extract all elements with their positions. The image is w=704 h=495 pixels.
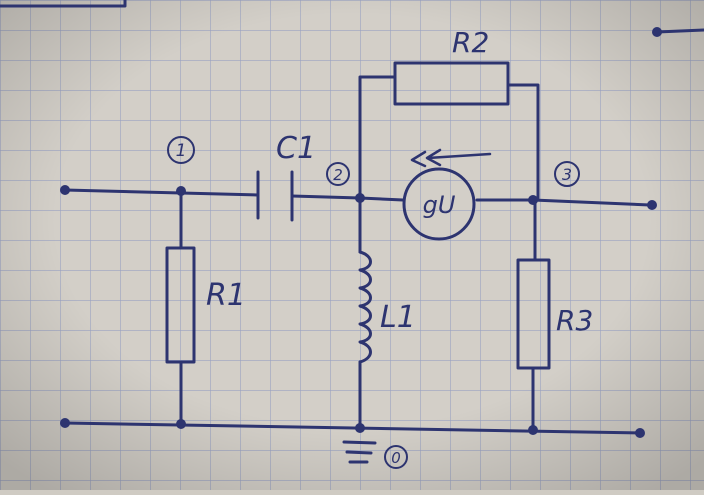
junction-node3 bbox=[528, 195, 538, 205]
junction-bottom-l1 bbox=[355, 423, 365, 433]
label-r2: R2 bbox=[452, 26, 489, 59]
node-label-0: 0 bbox=[391, 449, 401, 467]
terminal-top-right bbox=[652, 27, 662, 37]
inductor-l1 bbox=[358, 250, 372, 364]
current-source bbox=[402, 167, 476, 241]
wire-node2-to-r2 bbox=[358, 75, 397, 200]
partial-box-top-left bbox=[0, 0, 127, 8]
wire-terminal-to-c1 bbox=[63, 188, 260, 197]
node-circle-2 bbox=[326, 162, 350, 186]
label-l1: L1 bbox=[380, 300, 416, 335]
node-label-2: 2 bbox=[333, 166, 343, 184]
terminal-left-bottom bbox=[60, 418, 70, 428]
junction-node2 bbox=[355, 193, 365, 203]
wire-node3-to-terminal bbox=[531, 198, 652, 207]
label-r1: R1 bbox=[206, 278, 246, 313]
label-r3: R3 bbox=[556, 304, 593, 337]
terminal-bottom-right bbox=[635, 428, 645, 438]
partial-line-top-right bbox=[655, 28, 704, 34]
node-label-1: 1 bbox=[176, 141, 187, 161]
node-circle-1 bbox=[167, 136, 195, 164]
node-circle-0 bbox=[384, 445, 408, 469]
label-source: gU bbox=[423, 191, 456, 219]
ground-symbol bbox=[342, 440, 377, 464]
node-label-3: 3 bbox=[562, 165, 572, 184]
source-direction-arrow bbox=[410, 148, 492, 168]
wire-c1-to-node2 bbox=[290, 194, 362, 200]
wire-node2-to-source bbox=[358, 196, 405, 202]
junction-bottom-r3 bbox=[528, 425, 538, 435]
junction-node1 bbox=[176, 186, 186, 196]
wire-r2-to-node3 bbox=[506, 83, 540, 202]
wire-ground-rail bbox=[63, 421, 642, 435]
node-circle-3 bbox=[554, 161, 580, 187]
label-c1: C1 bbox=[276, 131, 316, 166]
junction-bottom-r1 bbox=[176, 419, 186, 429]
terminal-right bbox=[647, 200, 657, 210]
terminal-left-top bbox=[60, 185, 70, 195]
